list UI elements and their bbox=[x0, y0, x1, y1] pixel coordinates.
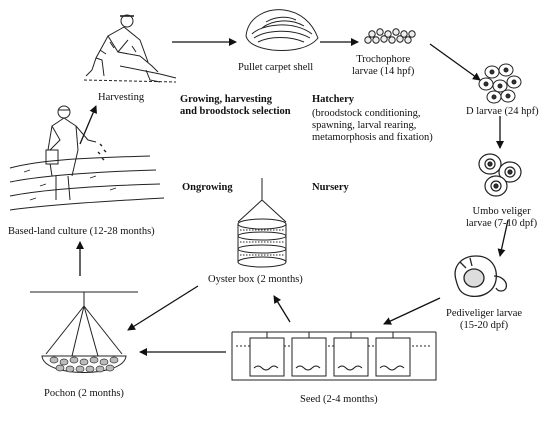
phase-growing-line2: and broodstock selection bbox=[180, 106, 291, 117]
label-harvesting: Harvesting bbox=[98, 92, 145, 103]
label-pediveliger: Pediveliger larvae (15-20 dpf) bbox=[446, 308, 522, 332]
phase-nursery: Nursery bbox=[312, 182, 349, 193]
label-pediveliger-line2: (15-20 dpf) bbox=[459, 320, 509, 331]
hatchery-desc-line3: metamorphosis and fixation) bbox=[312, 132, 433, 143]
label-based-land-culture: Based-land culture (12-28 months) bbox=[8, 226, 155, 237]
label-pediveliger-line1: Pediveliger larvae bbox=[446, 308, 523, 319]
label-umbo-veliger: Umbo veliger larvae (7-10 dpf) bbox=[466, 206, 537, 230]
oyster-box-illustration bbox=[237, 178, 287, 268]
label-pochon: Pochon (2 months) bbox=[44, 388, 124, 399]
phase-hatchery-description: (broodstock conditioning, spawning, larv… bbox=[312, 108, 433, 144]
pochon-illustration bbox=[30, 291, 138, 373]
arrow-pediveliger-to-seed bbox=[383, 297, 441, 325]
arrow-oyster-box-to-pochon bbox=[127, 285, 199, 331]
phase-hatchery-title: Hatchery bbox=[312, 94, 354, 105]
phase-ongrowing: Ongrowing bbox=[182, 182, 233, 193]
phase-growing: Growing, harvesting and broodstock selec… bbox=[180, 94, 291, 118]
label-trochophore-line1: Trochophore bbox=[356, 54, 411, 65]
pullet-shell-illustration bbox=[245, 9, 319, 51]
label-umbo-line2: larvae (7-10 dpf) bbox=[466, 218, 538, 229]
umbo-veliger-illustration bbox=[478, 153, 522, 197]
hatchery-desc-line1: (broodstock conditioning, bbox=[312, 108, 421, 119]
trochophore-illustration bbox=[364, 28, 416, 44]
phase-growing-line1: Growing, harvesting bbox=[180, 94, 272, 105]
arrow-umbo-to-pediveliger bbox=[497, 219, 509, 257]
label-umbo-line1: Umbo veliger bbox=[472, 206, 531, 217]
label-pullet-carpet-shell: Pullet carpet shell bbox=[238, 62, 314, 73]
label-seed: Seed (2-4 months) bbox=[300, 394, 378, 405]
hatchery-desc-line2: spawning, larval rearing, bbox=[312, 120, 417, 131]
arrow-based-land-to-harvesting bbox=[79, 105, 97, 145]
label-trochophore-line2: larvae (14 hpf) bbox=[352, 66, 415, 77]
seed-tank-illustration bbox=[231, 331, 437, 381]
d-larvae-illustration bbox=[478, 63, 522, 104]
arrow-trochophore-to-d-larvae bbox=[429, 43, 481, 81]
harvester-illustration bbox=[83, 14, 177, 83]
label-oyster-box: Oyster box (2 months) bbox=[208, 274, 303, 285]
arrow-seed-to-oyster-box bbox=[273, 295, 291, 323]
farmer-illustration bbox=[9, 105, 165, 211]
label-trochophore: Trochophore larvae (14 hpf) bbox=[352, 54, 414, 78]
pediveliger-illustration bbox=[454, 255, 508, 298]
label-d-larvae: D larvae (24 hpf) bbox=[466, 106, 539, 117]
